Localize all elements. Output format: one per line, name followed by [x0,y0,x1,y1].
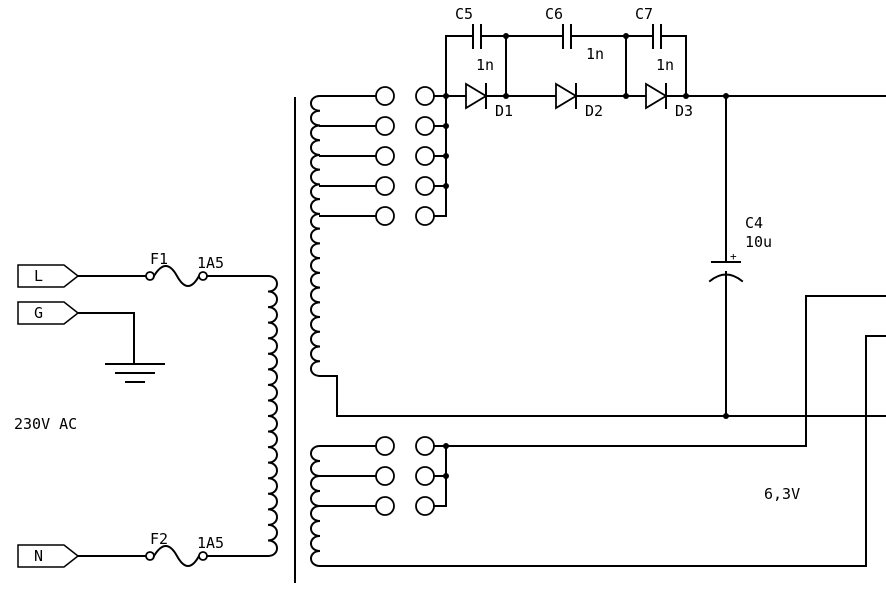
fuse-f2-label: F2 [150,530,168,548]
tap-terminals [375,86,435,226]
diode-d1 [465,82,488,110]
mains-voltage-label: 230V AC [14,415,77,433]
filter-capacitor-c4: + C4 10u [708,95,772,417]
primary-winding [266,274,278,558]
heater-secondary-winding [310,444,322,568]
capacitor-c5-value: 1n [476,56,494,74]
capacitor-c4-value: 10u [745,233,772,251]
capacitor-c7 [652,24,662,49]
terminal-neutral-label: N [34,547,43,565]
transformer [266,94,322,583]
fuse-f1-label: F1 [150,250,168,268]
mains-input: L G N F1 1A5 F2 1A5 230V AC [14,250,269,568]
capacitor-c6 [562,24,572,49]
voltage-multiplier: D1 D2 D3 C5 C6 C7 1n 1n 1n [445,5,886,120]
capacitor-c6-label: C6 [545,5,563,23]
terminal-neutral [17,544,80,568]
diode-d3-label: D3 [675,102,693,120]
capacitor-c5-label: C5 [455,5,473,23]
fuse-f2-rating: 1A5 [197,534,224,552]
terminal-live-label: L [34,267,43,285]
fuse-f1-rating: 1A5 [197,254,224,272]
capacitor-c7-label: C7 [635,5,653,23]
heater-voltage-label: 6,3V [764,485,800,503]
terminal-live [17,264,80,288]
diode-d2 [555,82,578,110]
capacitor-c4-label: C4 [745,214,763,232]
diode-d1-label: D1 [495,102,513,120]
hv-tap-selector [319,35,449,226]
terminal-ground [17,301,80,325]
ground-icon [77,312,165,383]
diode-d2-label: D2 [585,102,603,120]
capacitor-c6-value: 1n [586,45,604,63]
diode-d3 [645,82,668,110]
capacitor-c5 [472,24,482,49]
heater-tap-selector [319,295,886,516]
hv-secondary-winding [310,94,322,378]
capacitor-c7-value: 1n [656,56,674,74]
terminal-ground-label: G [34,304,43,322]
capacitor-c4-polarity: + [730,250,737,263]
